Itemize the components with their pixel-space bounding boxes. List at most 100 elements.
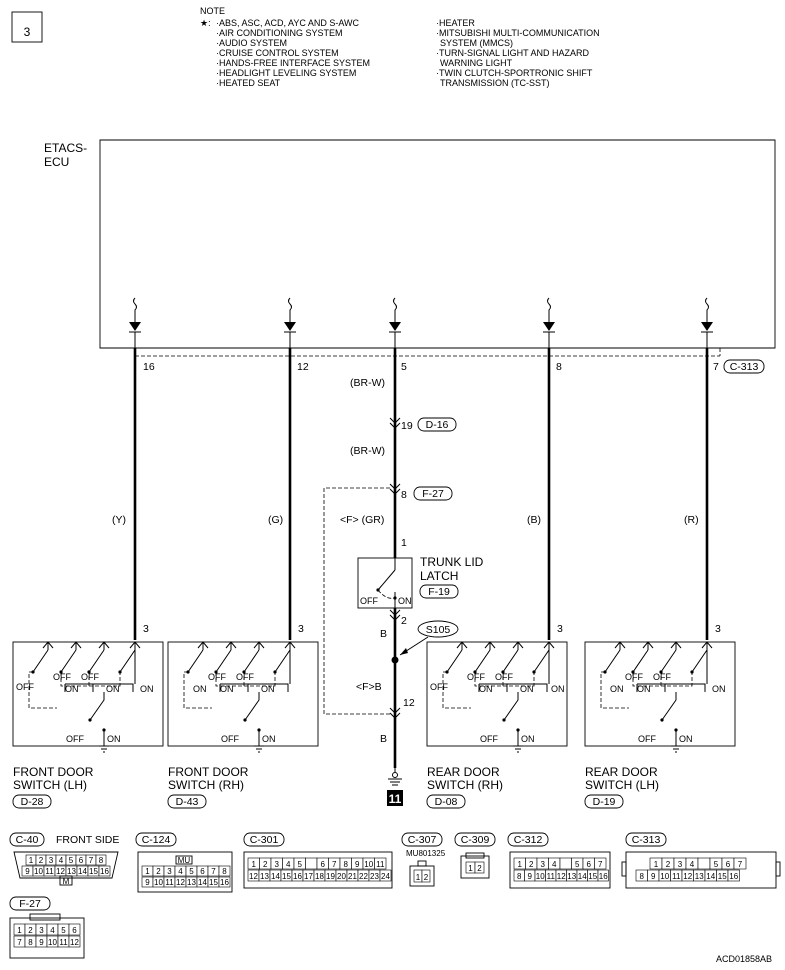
ground-icon [254,745,264,753]
connector-pin-number: 1 [654,860,659,869]
connector-pin-number: 2 [156,867,161,876]
connector-pin-number: 22 [359,872,368,881]
connector-pin-number: 16 [293,872,302,881]
connector-pin-number: 5 [61,926,66,935]
connector-pin-number: 7 [332,860,337,869]
connector-face-label: C-309 [461,834,490,846]
connector-pin-number: 4 [286,860,291,869]
ground-ref-box [387,790,403,806]
connector-pin-number: 11 [672,872,681,881]
connector-pin-number: 24 [381,872,390,881]
connector-pin-number: 3 [39,926,44,935]
connector-pin-number: 15 [718,872,727,881]
connector-face-part: MU801325 [406,849,446,858]
ecu-diodes [129,297,713,348]
connector-pin-cell [98,865,111,877]
note-left-line: ·HEADLIGHT LEVELING SYSTEM [216,68,356,78]
switch-on: ON [637,684,651,694]
switch-connector-tag [12,794,52,809]
page-number: 3 [24,25,31,39]
trunk-switch-icon [376,558,397,608]
connector-pin-number: 4 [690,860,695,869]
trunk-lid-latch-box [357,557,413,609]
connector-face-label: C-301 [250,834,279,846]
connector-pin-number: 12 [176,878,185,887]
switch-label-line1: REAR DOOR [585,765,658,779]
connector-tag-c313 [723,359,765,374]
connector-pin-number: 3 [541,860,546,869]
switch-box [12,641,164,747]
switch-connector-label: D-08 [435,796,458,808]
connector-pin-cell [474,861,485,874]
connector-pin-cell [379,869,392,882]
connector-pin-number: 8 [99,856,104,865]
connector-pin-number: 5 [189,867,194,876]
connector-pin-number: 16 [599,872,608,881]
connector-tag-f27 [413,486,453,501]
note-right-line: SYSTEM (MMCS) [440,38,513,48]
ecu-box [99,139,776,349]
connector-pin-number: 1 [29,856,34,865]
wire-color-b-mid: B [380,628,387,640]
connector-pin-number: 2 [424,873,429,882]
splice-label: S105 [426,624,451,636]
connector-pin-number: 11 [45,867,54,876]
door-switch-front-rh: 3 OFF OFF ON ON ON OFF ON FRONT DOOR SWI… [167,623,319,809]
switch-off: OFF [66,734,84,744]
connector-pin-number: 11 [165,878,174,887]
connector-pin-cell [305,857,318,870]
connector-pin-number: 13 [260,872,269,881]
wire-color-b: (B) [527,514,541,526]
connector-face-label: C-40 [16,834,39,846]
connector-pin-number: 9 [39,938,44,947]
region-outline-f [323,487,390,715]
connector-pin-number: 9 [651,872,656,881]
ecu-label-line1: ETACS- [44,141,87,155]
trunk-pin-1: 1 [401,537,407,549]
connector-pin-number: 18 [315,872,324,881]
door-switch-front-lh: 3 OFF OFF OFF ON ON ON OFF ON FRONT DOOR… [12,623,164,809]
connector-pin-number: 7 [211,867,216,876]
switch-on: ON [262,734,276,744]
ecu-pin-12: 12 [297,361,309,373]
connector-pin-number: 6 [79,856,84,865]
connector-pin-number: 6 [321,860,326,869]
connector-pin-number: 14 [706,872,715,881]
connector-mark-d16 [389,417,401,429]
connector-pin-number: 9 [528,872,533,881]
connector-pin-number: 12 [683,872,692,881]
connector-pin-number: 5 [575,860,580,869]
switch-pin: 3 [143,623,149,635]
connector-pin-number: 6 [200,867,205,876]
connector-pin-number: 19 [326,872,335,881]
note-right-line: TRANSMISSION (TC-SST) [440,78,550,88]
switch-box [426,641,568,747]
note-star: ★: [200,18,211,28]
switch-label-line1: FRONT DOOR [13,765,94,779]
note-heading: NOTE [200,6,225,16]
connector-pin-number: 9 [145,878,150,887]
note-left-line: ·HANDS-FREE INTERFACE SYSTEM [216,58,370,68]
switch-contacts [456,641,555,684]
switch-off: OFF [236,672,254,682]
connector-pin-number: 13 [187,878,196,887]
switch-on: ON [261,684,275,694]
connector-pin-number: 15 [588,872,597,881]
connector-pin-cell [374,857,387,870]
switch-connector-label: D-43 [176,796,199,808]
note-right-line: ·HEATER [436,18,475,28]
connector-pin-number: 1 [468,864,473,873]
connector-pin-cell [68,923,81,936]
connector-pin-number: 14 [78,867,87,876]
connector-pin-number: 11 [376,860,385,869]
connector-pin-number: 12 [56,867,65,876]
wire-color-b-low: B [380,733,387,745]
switch-box [167,641,319,747]
connector-face-label: C-312 [514,834,543,846]
